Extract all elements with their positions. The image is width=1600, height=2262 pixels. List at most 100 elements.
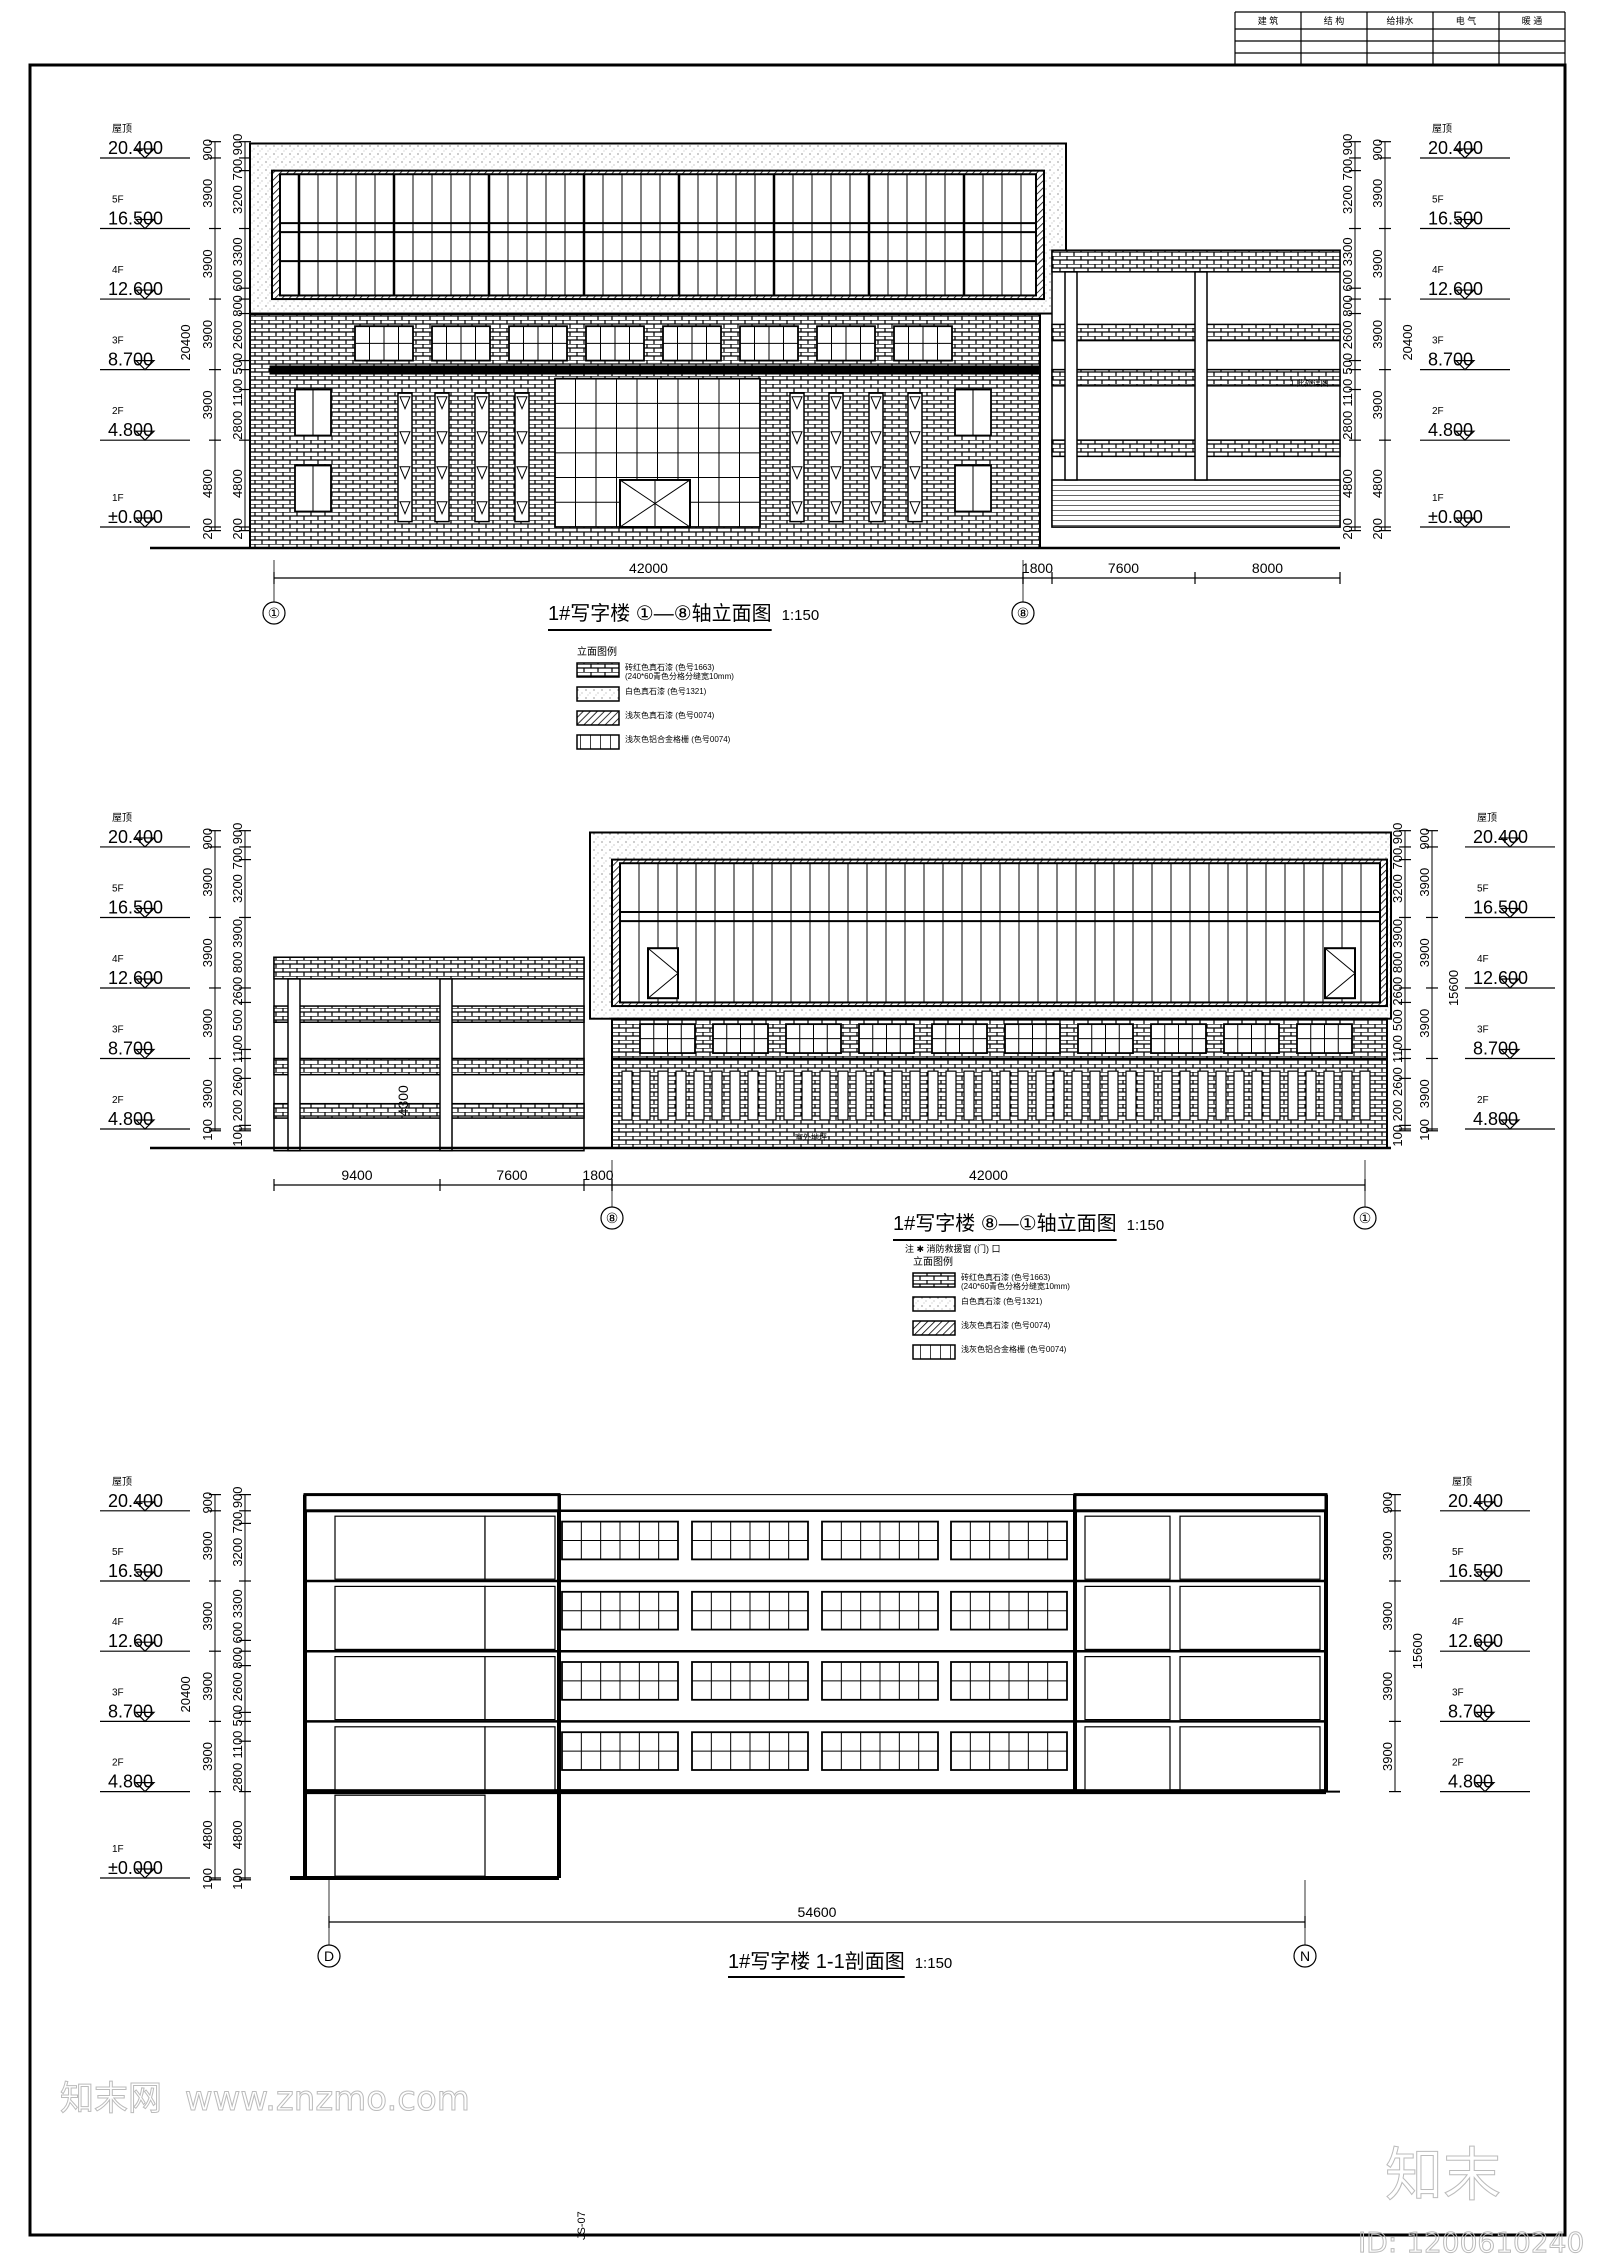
window-slot: [1197, 1070, 1209, 1121]
dimension-text: 900: [1370, 139, 1385, 161]
window-slot: [1161, 1070, 1173, 1121]
window-frame: [647, 947, 679, 1000]
room: [334, 1726, 486, 1791]
dimension-text: 3900: [1417, 938, 1432, 967]
dimension-text: 3900: [1390, 919, 1405, 948]
dimension-text: 42000: [629, 560, 668, 576]
axis-bubble: ⑧: [1011, 560, 1035, 625]
sheet-number: JS-07: [576, 2211, 588, 2240]
dimension-chain-detail: 9007003200330060080026005001100280048002…: [230, 134, 251, 540]
axis-label: ①: [1359, 1210, 1372, 1226]
level-floor-name: 4F: [112, 1617, 124, 1628]
window-slot: [855, 1070, 867, 1121]
dimension-text: 2800: [230, 1763, 245, 1792]
dimension-text: 2600: [230, 977, 245, 1006]
atrium-window: [950, 1520, 1068, 1561]
legend-text: 浅灰色铝合金格栅 (色号0074): [625, 734, 731, 744]
dimension-text: 600: [1340, 270, 1355, 292]
level-floor-name: 2F: [1452, 1758, 1464, 1769]
dimension-text: 700: [1340, 159, 1355, 181]
atrium-window: [821, 1731, 939, 1771]
dimension-text: 4800: [230, 1820, 245, 1849]
dimension-text: 100: [200, 1119, 215, 1141]
triangle-ornament: [436, 431, 448, 446]
window-square: [954, 464, 992, 513]
level-floor-name: 屋顶: [1452, 1476, 1472, 1488]
dimension-text: 3900: [1370, 179, 1385, 208]
level-elevation: 4.800: [1473, 1109, 1518, 1129]
dimension-text: 4800: [200, 469, 215, 498]
triangle-ornament: [516, 501, 528, 516]
level-floor-name: 屋顶: [112, 812, 132, 824]
level-elevation: 16.500: [108, 209, 163, 229]
level-triangle-icon: [1499, 1119, 1521, 1130]
level-elevation: 12.600: [1428, 279, 1483, 299]
level-triangle-icon: [134, 1501, 156, 1512]
window-slot: [1359, 1070, 1371, 1121]
axis-bubble: ①: [262, 560, 286, 625]
dimension-text: 800: [230, 1647, 245, 1669]
level-triangle-icon: [134, 289, 156, 300]
curtain-wall-glass: [279, 173, 1037, 297]
title-block-header: 结 构: [1324, 15, 1345, 26]
window-slot: [1143, 1070, 1155, 1121]
atrium-window: [561, 1731, 679, 1771]
level-floor-name: 1F: [112, 1844, 124, 1855]
dimension-text: 900: [1340, 134, 1355, 156]
level-elevation: 12.600: [108, 968, 163, 988]
watermark: 知末 ID: 1200610240 知末网 www.znzmo.com: [60, 2079, 1585, 2260]
triangle-ornament: [516, 431, 528, 446]
window-slot: [927, 1070, 939, 1121]
legend-heading: 立面图例: [577, 645, 617, 658]
dimension-text: 3200: [1390, 874, 1405, 903]
dimension-text: 3900: [200, 1742, 215, 1771]
dimension-text: 42000: [969, 1167, 1008, 1183]
dimension-total: 20400: [178, 324, 193, 360]
dimension-text: 700: [230, 1512, 245, 1534]
dimension-text: 3900: [200, 179, 215, 208]
dimension-chain-detail: 9007003200330060080026005001100280048001…: [230, 1486, 251, 1890]
dimension-text: 3900: [200, 1009, 215, 1038]
triangle-ornament: [476, 431, 488, 446]
dimension-text: 3200: [230, 185, 245, 214]
dimension-text: 500: [1390, 1009, 1405, 1031]
level-triangle-icon: [1454, 218, 1476, 230]
level-floor-name: 5F: [112, 1547, 124, 1558]
dimension-text: 700: [230, 848, 245, 870]
level-triangle-icon: [134, 1048, 156, 1060]
dimension-text: 7600: [1108, 560, 1139, 576]
level-floor-name: 2F: [1477, 1095, 1489, 1106]
dimension-text: 3900: [200, 1672, 215, 1701]
dimension-text: 100: [200, 1868, 215, 1890]
legend-text: 浅灰色真石漆 (色号0074): [625, 710, 715, 720]
watermark-brand: 知末网: [60, 2079, 162, 2119]
dimension-text: 2600: [230, 1672, 245, 1701]
window-3f: [739, 325, 799, 362]
window-3f: [1077, 1023, 1134, 1054]
atrium-window: [691, 1590, 809, 1631]
triangle-ornament: [476, 466, 488, 481]
window-slot: [1233, 1070, 1245, 1121]
level-elevation: 12.600: [1448, 1631, 1503, 1651]
watermark-id: ID: 1200610240: [1358, 2226, 1584, 2259]
legend-swatch-brick: [912, 1272, 956, 1288]
level-triangle-icon: [134, 1119, 156, 1130]
dimension-chain-detail-right: 9007003200330060080026005001100280048002…: [1340, 134, 1361, 540]
level-floor-name: 5F: [1452, 1547, 1464, 1558]
dimension-text: 1800: [582, 1167, 613, 1183]
annex-slab: [273, 956, 585, 980]
triangle-ornament: [436, 466, 448, 481]
axis-circle: [317, 1944, 341, 1968]
room: [1179, 1515, 1321, 1580]
atrium-window: [821, 1661, 939, 1701]
window-3f: [508, 325, 568, 362]
dimension-text: 800: [1340, 295, 1355, 317]
legend-swatch-hatch: [912, 1320, 956, 1336]
